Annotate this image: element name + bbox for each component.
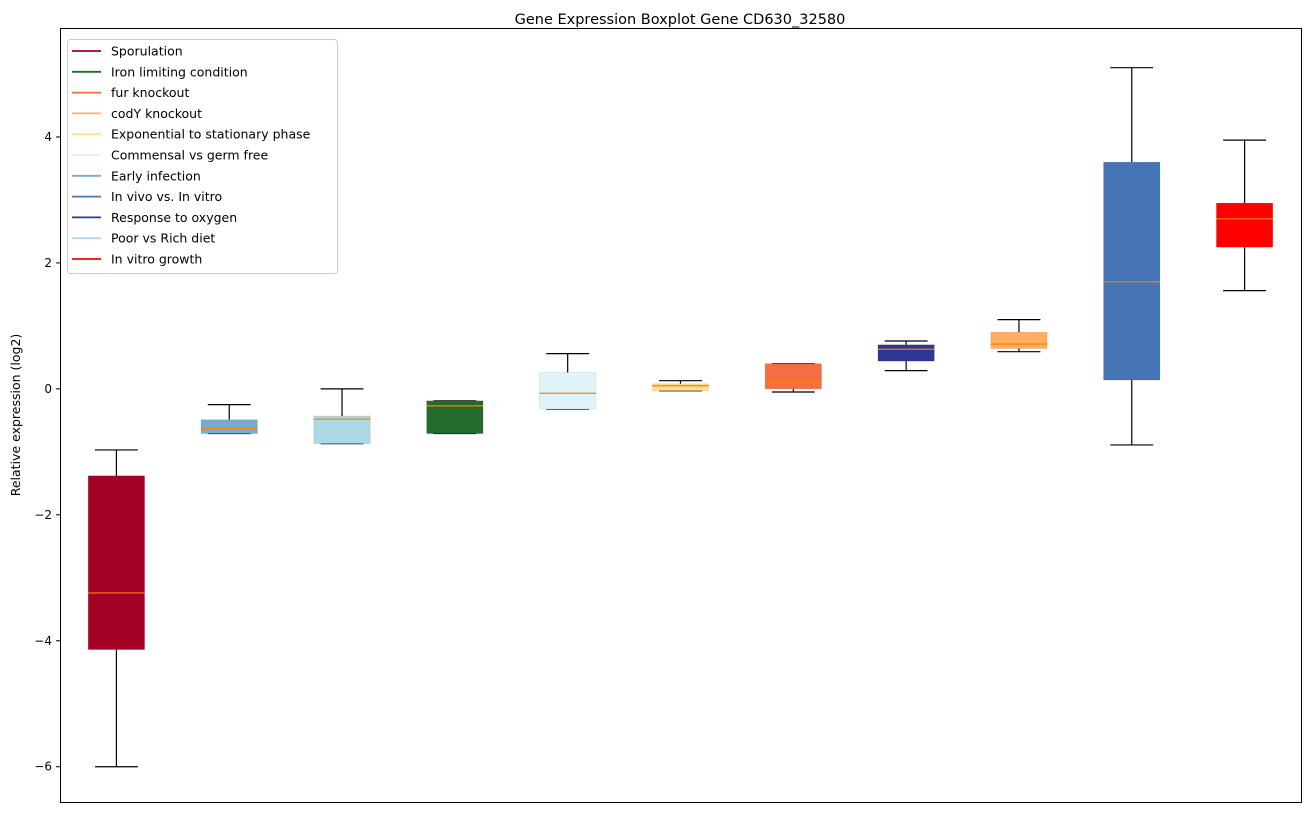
box-body <box>651 383 710 392</box>
legend-item: Iron limiting condition <box>72 64 248 79</box>
legend-frame <box>67 39 338 274</box>
box-in-vivo-vs-in-vitro <box>1103 67 1161 446</box>
legend-label: Sporulation <box>111 44 183 59</box>
box-body <box>538 371 597 410</box>
chart-title: Gene Expression Boxplot Gene CD630_32580 <box>515 12 846 28</box>
legend-item: In vitro growth <box>72 252 202 267</box>
y-tick-label: −2 <box>34 508 52 522</box>
plot-frame <box>60 28 1302 803</box>
legend-label: codY knockout <box>111 106 202 121</box>
legend-item: Poor vs Rich diet <box>72 231 215 246</box>
y-tick-label: 2 <box>44 256 52 270</box>
legend-item: codY knockout <box>72 106 202 121</box>
legend-label: Response to oxygen <box>111 210 237 225</box>
legend-item: In vivo vs. In vitro <box>72 189 222 204</box>
box-exponential-to-stationary-phase <box>651 380 710 392</box>
boxes-group <box>87 67 1274 768</box>
box-fur-knockout <box>764 363 823 393</box>
y-tick-label: −6 <box>34 760 52 774</box>
legend-label: Early infection <box>111 168 201 183</box>
legend-label: fur knockout <box>111 85 189 100</box>
y-ticks: −6 −4 −2 0 2 4 <box>34 130 60 774</box>
legend-label: In vitro growth <box>111 252 202 267</box>
legend-label: Iron limiting condition <box>111 64 248 79</box>
box-commensal-vs-germ-free <box>538 352 597 410</box>
box-body <box>764 363 823 390</box>
box-body <box>990 331 1048 350</box>
y-tick-label: 0 <box>44 382 52 396</box>
legend-item: Commensal vs germ free <box>72 148 268 163</box>
box-body <box>1103 161 1161 381</box>
legend-label: In vivo vs. In vitro <box>111 189 222 204</box>
box-in-vitro-growth <box>1215 139 1274 292</box>
box-body <box>200 419 258 435</box>
y-tick-label: −4 <box>34 634 52 648</box>
box-body <box>313 415 371 445</box>
box-body <box>87 475 146 651</box>
legend-item: Response to oxygen <box>72 210 237 225</box>
box-body <box>1215 202 1274 248</box>
y-axis-label: Relative expression (log2) <box>8 334 23 497</box>
legend-item: Exponential to stationary phase <box>72 127 311 142</box>
legend-label: Commensal vs germ free <box>111 148 268 163</box>
legend-item: fur knockout <box>72 85 189 100</box>
box-body <box>877 344 935 362</box>
box-cody-knockout <box>990 318 1048 353</box>
y-tick-label: 4 <box>44 130 52 144</box>
box-iron-limiting-condition <box>426 400 484 435</box>
legend-item: Early infection <box>72 168 201 183</box>
legend-label: Poor vs Rich diet <box>111 231 215 246</box>
box-early-infection <box>200 404 258 435</box>
box-response-to-oxygen <box>877 340 935 372</box>
legend-label: Exponential to stationary phase <box>111 127 311 142</box>
legend-item: Sporulation <box>72 44 183 59</box>
box-sporulation <box>87 449 146 768</box>
box-poor-vs-rich-diet <box>313 388 371 445</box>
